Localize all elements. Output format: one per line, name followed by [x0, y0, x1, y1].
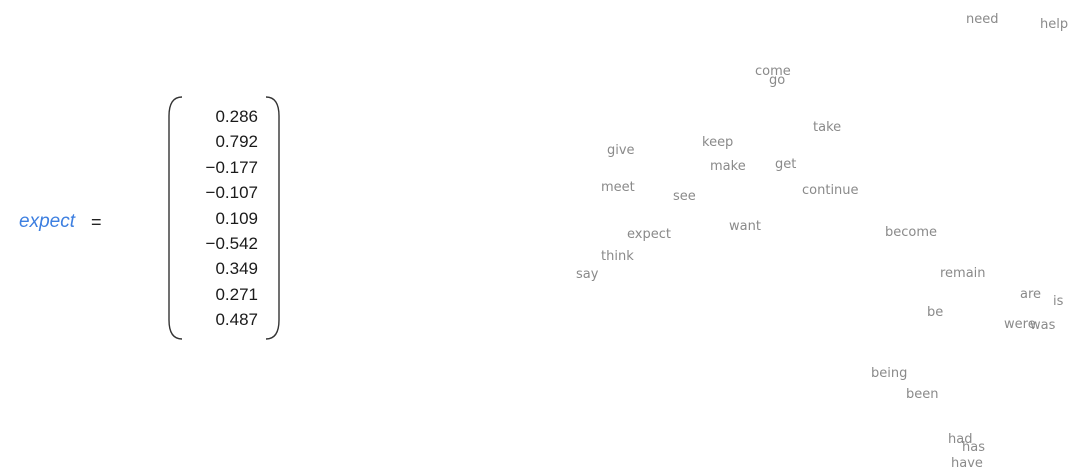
- vector-equation: expect = 0.286 0.792 −0.177 −0.107 0.109…: [0, 0, 320, 473]
- word-label: being: [871, 366, 908, 381]
- word-label: were: [1004, 317, 1036, 332]
- left-bracket-icon: [168, 96, 183, 340]
- right-bracket-icon: [265, 96, 280, 340]
- word-label: help: [1040, 17, 1069, 32]
- word-label: make: [710, 159, 746, 174]
- word-label: give: [607, 143, 635, 158]
- word-label: continue: [802, 183, 859, 198]
- vector-value: 0.271: [215, 284, 258, 304]
- vector-values: 0.286 0.792 −0.177 −0.107 0.109 −0.542 0…: [184, 104, 258, 333]
- word-label: have: [951, 456, 983, 471]
- word-label: is: [1053, 294, 1064, 309]
- word-label: has: [962, 440, 985, 455]
- vector-value: 0.349: [215, 259, 258, 279]
- word-label: want: [729, 219, 761, 234]
- word-label: see: [673, 189, 696, 204]
- vector-value: −0.177: [205, 157, 258, 177]
- word-label: expect: [627, 227, 671, 242]
- vector-value: −0.107: [205, 183, 258, 203]
- vector-value: 0.286: [215, 107, 258, 126]
- equation-word: expect: [19, 211, 75, 232]
- word-label: was: [1030, 318, 1056, 333]
- vector-value: 0.109: [215, 208, 258, 228]
- word-label: keep: [702, 135, 734, 150]
- word-label: come: [755, 64, 791, 79]
- word-label: go: [769, 73, 786, 88]
- equals-sign: =: [91, 212, 102, 232]
- word-label: get: [775, 157, 797, 172]
- word-label: are: [1020, 287, 1042, 302]
- word-label: had: [948, 432, 973, 447]
- word-label: remain: [940, 266, 986, 281]
- word-label: be: [927, 305, 944, 320]
- word-label: meet: [601, 180, 635, 195]
- word-embedding-cloud: need help come go take give keep make ge…: [540, 0, 1080, 473]
- vector-value: −0.542: [205, 233, 258, 253]
- word-label: been: [906, 387, 939, 402]
- word-label: say: [576, 267, 599, 282]
- word-label: take: [813, 120, 842, 135]
- vector-value: 0.792: [215, 132, 258, 152]
- word-label: become: [885, 225, 938, 240]
- word-label: think: [601, 249, 634, 264]
- word-label: need: [966, 12, 999, 27]
- vector-value: 0.487: [215, 310, 258, 330]
